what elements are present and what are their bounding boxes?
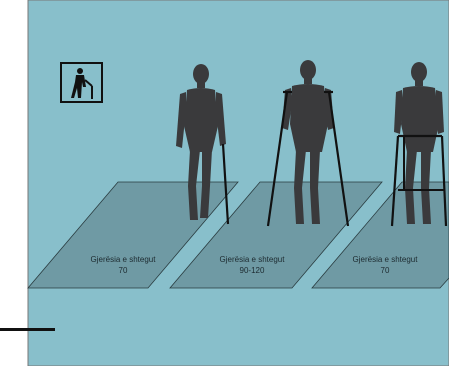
path-width-value-walker: 70 bbox=[381, 266, 390, 275]
diagram-background bbox=[28, 0, 449, 366]
path-width-label-walker: Gjerësia e shtegut bbox=[353, 255, 419, 264]
path-width-value-crutches: 90-120 bbox=[240, 266, 265, 275]
path-width-value-cane: 70 bbox=[119, 266, 128, 275]
path-width-label-crutches: Gjerësia e shtegut bbox=[220, 255, 286, 264]
black-rule bbox=[0, 328, 55, 331]
path-width-label-cane: Gjerësia e shtegut bbox=[91, 255, 157, 264]
